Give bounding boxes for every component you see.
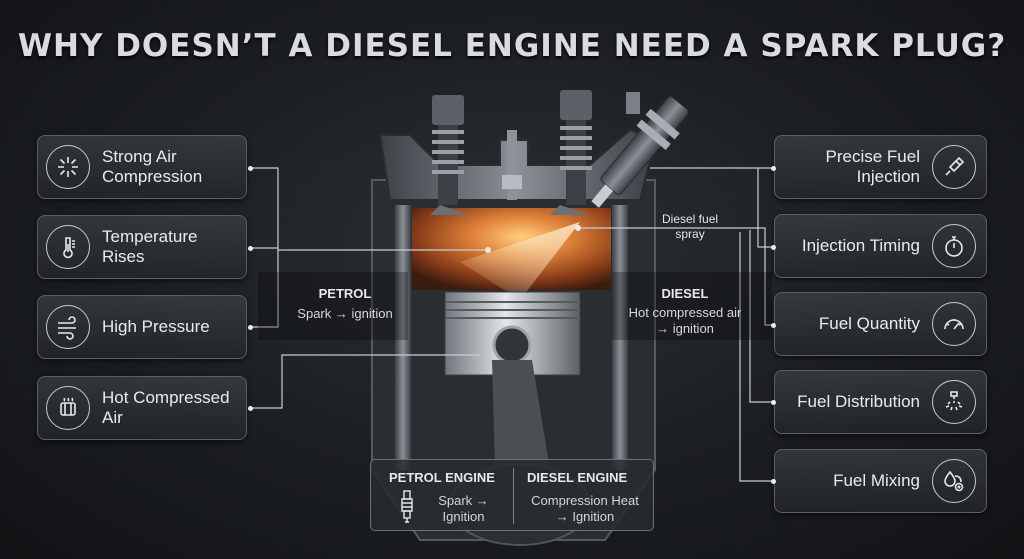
spray-label: Diesel fuel spray bbox=[662, 212, 718, 242]
card-label: High Pressure bbox=[102, 317, 210, 336]
connector-dot bbox=[771, 323, 776, 328]
spray-label-line1: Diesel fuel bbox=[662, 212, 719, 226]
card-label: Injection Timing bbox=[801, 236, 920, 255]
stopwatch-icon bbox=[932, 224, 976, 268]
fuel-drop-icon bbox=[932, 459, 976, 503]
card-high-pressure: High Pressure bbox=[37, 295, 247, 359]
compression-icon bbox=[46, 145, 90, 189]
card-label: Fuel Distribution bbox=[797, 392, 920, 411]
diesel-text-line1: Hot compressed air bbox=[628, 305, 742, 320]
card-label: Temperature Rises bbox=[102, 227, 198, 266]
connector-dot bbox=[771, 479, 776, 484]
card-label: Hot Compressed Air bbox=[102, 388, 230, 427]
card-fuel-quantity: Fuel Quantity bbox=[774, 292, 987, 356]
spray-label-line2: spray bbox=[675, 227, 705, 241]
gauge-icon bbox=[932, 302, 976, 346]
diesel-title: DIESEL bbox=[661, 286, 709, 301]
diesel-text-line2: → ignition bbox=[656, 321, 714, 336]
card-injection-timing: Injection Timing bbox=[774, 214, 987, 278]
card-label: Precise Fuel Injection bbox=[825, 147, 920, 186]
connector-dot bbox=[248, 325, 253, 330]
heating-icon bbox=[46, 386, 90, 430]
card-fuel-distribution: Fuel Distribution bbox=[774, 370, 987, 434]
petrol-line2: Ignition bbox=[442, 509, 485, 524]
connector-dot bbox=[248, 166, 253, 171]
diesel-line2: → Ignition bbox=[555, 509, 615, 524]
card-temperature-rises: Temperature Rises bbox=[37, 215, 247, 279]
card-label: Fuel Mixing bbox=[833, 471, 920, 490]
comparison-divider bbox=[513, 468, 514, 524]
spray-icon bbox=[932, 380, 976, 424]
petrol-text: Spark → ignition bbox=[297, 306, 393, 321]
diesel-line1: Compression Heat bbox=[531, 493, 639, 508]
injector-icon bbox=[932, 145, 976, 189]
card-label: Fuel Quantity bbox=[818, 314, 920, 333]
thermometer-icon bbox=[46, 225, 90, 269]
card-strong-air-compression: Strong Air Compression bbox=[37, 135, 247, 199]
connector-dot bbox=[771, 245, 776, 250]
petrol-title: PETROL bbox=[318, 286, 372, 301]
diesel-engine-title: DIESEL ENGINE bbox=[527, 470, 628, 485]
spark-plug-icon bbox=[399, 490, 415, 524]
petrol-line1: Spark → bbox=[438, 493, 489, 508]
card-label: Strong Air Compression bbox=[102, 147, 203, 186]
page-title: WHY DOESN’T A DIESEL ENGINE NEED A SPARK… bbox=[17, 28, 1007, 64]
connector-dot bbox=[248, 406, 253, 411]
petrol-engine-title: PETROL ENGINE bbox=[389, 470, 495, 485]
petrol-band bbox=[258, 272, 408, 340]
diesel-band bbox=[612, 272, 772, 340]
wind-icon bbox=[46, 305, 90, 349]
card-precise-fuel-injection: Precise Fuel Injection bbox=[774, 135, 987, 199]
comparison-box: PETROL ENGINE Spark → Ignition DIESEL EN… bbox=[370, 459, 654, 531]
card-hot-compressed-air: Hot Compressed Air bbox=[37, 376, 247, 440]
connector-dot bbox=[771, 166, 776, 171]
card-fuel-mixing: Fuel Mixing bbox=[774, 449, 987, 513]
connector-dot bbox=[248, 246, 253, 251]
connector-dot bbox=[771, 400, 776, 405]
